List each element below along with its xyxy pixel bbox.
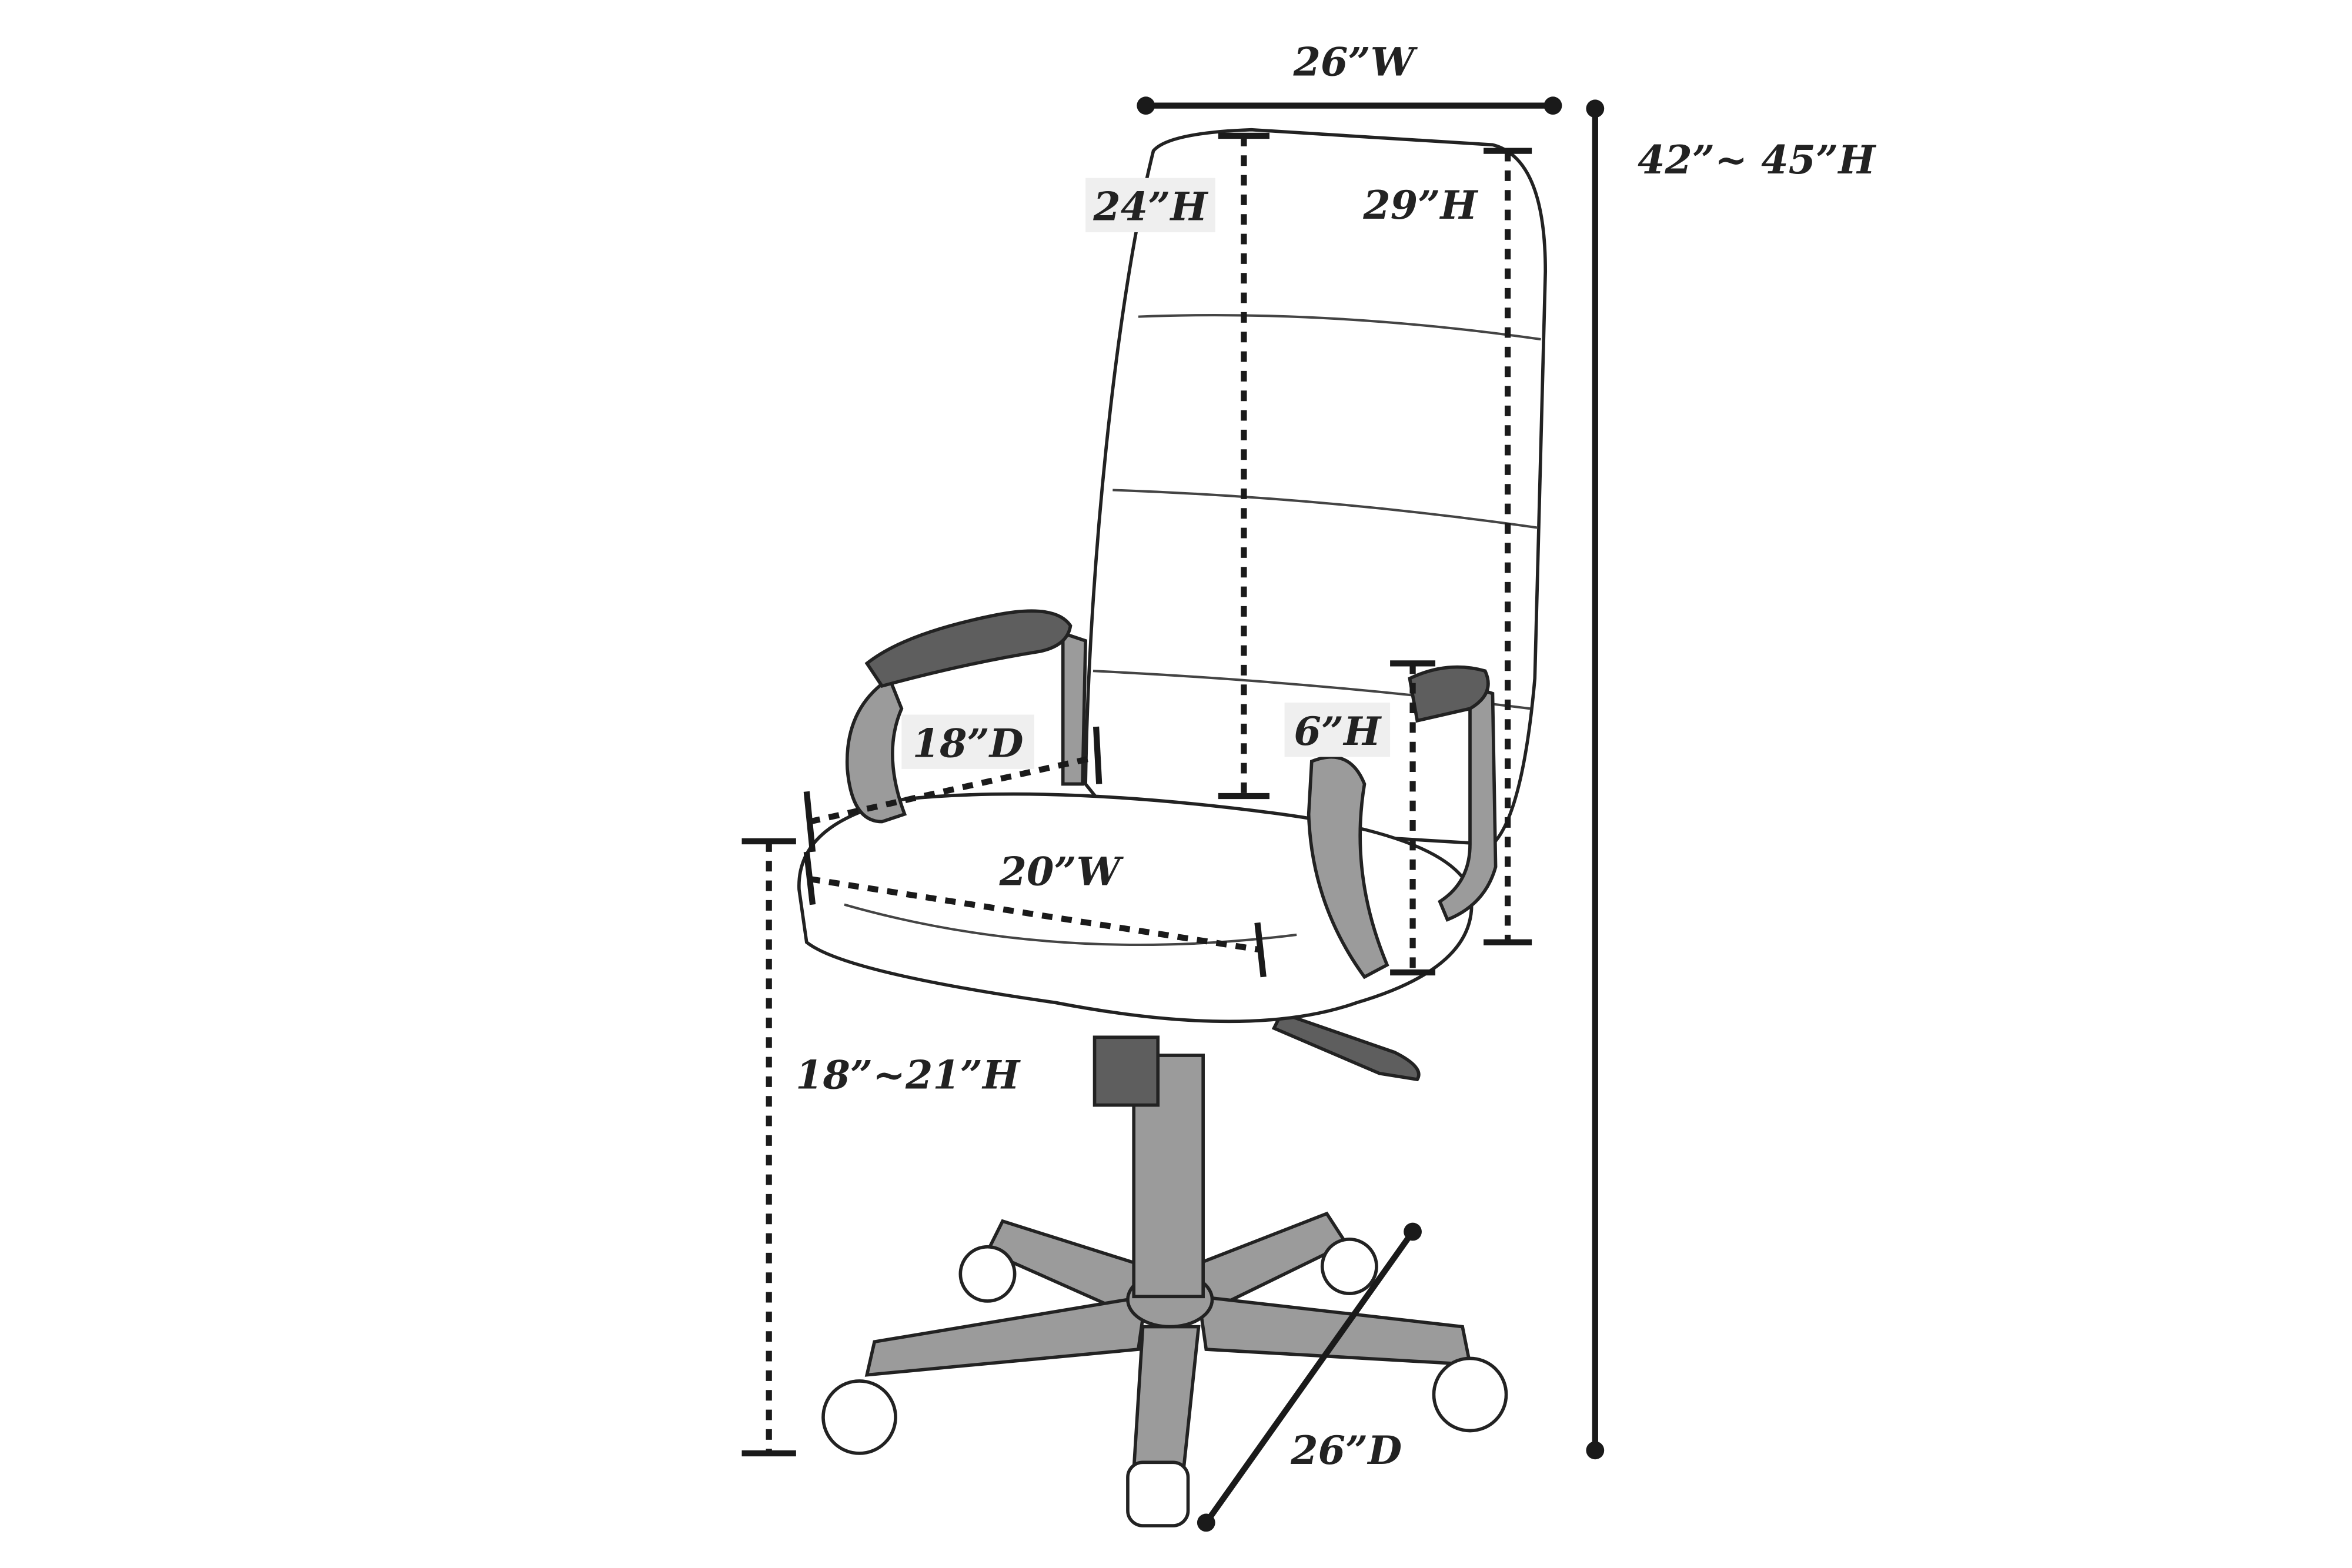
dim-base-depth: 26”D: [1197, 1222, 1422, 1532]
right-armrest: [1307, 665, 1498, 979]
chair-illustration: [797, 128, 1548, 1527]
label-arm-height: 6”H: [1294, 708, 1382, 754]
label-seat-height: 18”~21”H: [796, 1051, 1021, 1098]
label-back-height-outer: 29”H: [1362, 182, 1478, 228]
label-overall-height: 42”~ 45”H: [1638, 136, 1876, 183]
chair-base: [864, 1211, 1472, 1472]
dim-overall-width: 26”W: [1137, 38, 1562, 115]
label-seat-depth: 18”D: [913, 720, 1024, 766]
dim-seat-height: 18”~21”H: [741, 838, 1021, 1457]
label-base-depth: 26”D: [1290, 1427, 1402, 1473]
label-seat-width: 20”W: [999, 848, 1124, 894]
dim-overall-height: 42”~ 45”H: [1586, 99, 1876, 1460]
height-lever: [1271, 1011, 1421, 1082]
dim-back-height-outer: 29”H: [1362, 148, 1532, 945]
dim-arm-height: 6”H: [1284, 660, 1436, 976]
dim-back-height-inner: 24”H: [1085, 132, 1269, 800]
label-overall-width: 26”W: [1293, 38, 1418, 85]
label-back-height-inner: 24”H: [1093, 183, 1208, 230]
dim-seat-depth: 18”D: [803, 714, 1102, 852]
dim-seat-width: 20”W: [803, 848, 1267, 978]
left-armrest: [845, 609, 1088, 824]
chair-wheels: [821, 1238, 1508, 1527]
height-lever-housing: [1093, 1035, 1160, 1107]
